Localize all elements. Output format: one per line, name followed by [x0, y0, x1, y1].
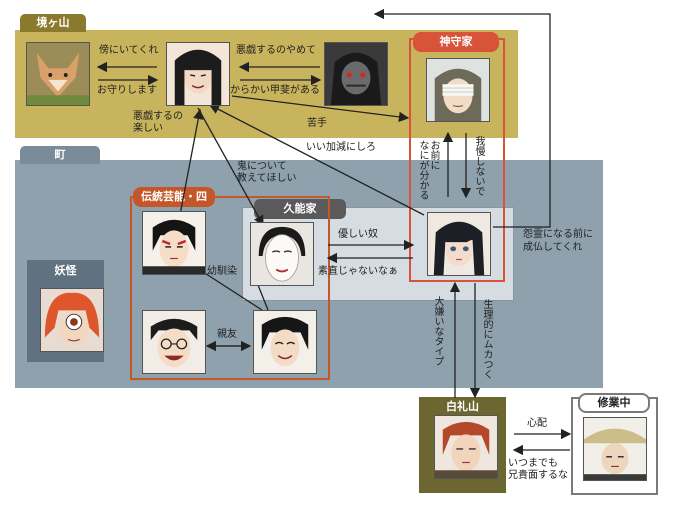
tab-machi: 町	[20, 146, 100, 164]
label-karakai: からかい甲斐がある	[230, 85, 320, 97]
tab-sakaigayama: 境ヶ山	[20, 14, 86, 32]
label-shinpai: 心配	[527, 418, 547, 430]
label-osananajimi: 幼馴染	[207, 266, 237, 278]
tab-hakureizan: 白礼山	[419, 398, 506, 414]
label-akugi-yamete: 悪戯するのやめて	[236, 45, 316, 57]
label-shinyu: 親友	[217, 329, 237, 341]
bandaged-boy-portrait	[426, 58, 490, 122]
black-haired-girl-portrait	[427, 212, 491, 276]
label-onryo: 怨霊になる前に 成仏してくれ	[523, 228, 593, 254]
masked-youkai-portrait	[324, 42, 388, 106]
fox-spirit-portrait	[26, 42, 90, 106]
smiling-man-portrait	[253, 310, 317, 374]
tab-yokai: 妖怪	[27, 262, 104, 278]
label-seiriteki: 生理的にムカつく	[481, 299, 492, 379]
tab-shugyochu: 修業中	[578, 393, 650, 413]
label-sunao: 素直じゃないなぁ	[318, 266, 398, 278]
label-oni: 鬼について 教えてほしい	[237, 161, 297, 185]
label-akugi-tanoshii: 悪戯するの 楽しい	[133, 111, 183, 135]
label-daikirai: 大嫌いなタイプ	[432, 296, 443, 366]
tab-dento: 伝統芸能・四	[133, 187, 215, 207]
tab-kamimori: 神守家	[413, 32, 499, 52]
label-omaeni: お前に なにが分かる	[417, 140, 439, 200]
label-gaman: 我慢しないで	[473, 136, 484, 196]
label-soba: 傍にいてくれ	[99, 45, 158, 57]
label-nigate: 苦手	[307, 118, 327, 130]
glasses-man-portrait	[142, 310, 206, 374]
label-iikagen: いい加減にしろ	[306, 142, 376, 154]
label-omamori: お守りします	[97, 85, 157, 97]
straw-hat-man-portrait	[583, 417, 647, 481]
label-yasashii: 優しい奴	[338, 229, 378, 241]
dark-haired-youkai-portrait	[166, 42, 230, 106]
noh-mask-portrait	[250, 222, 314, 286]
one-eyed-yokai-portrait	[40, 288, 104, 352]
redhead-boy-portrait	[434, 415, 498, 479]
red-marked-man-portrait	[142, 211, 206, 275]
label-itsumademo: いつまでも 兄貴面するな	[508, 458, 568, 482]
